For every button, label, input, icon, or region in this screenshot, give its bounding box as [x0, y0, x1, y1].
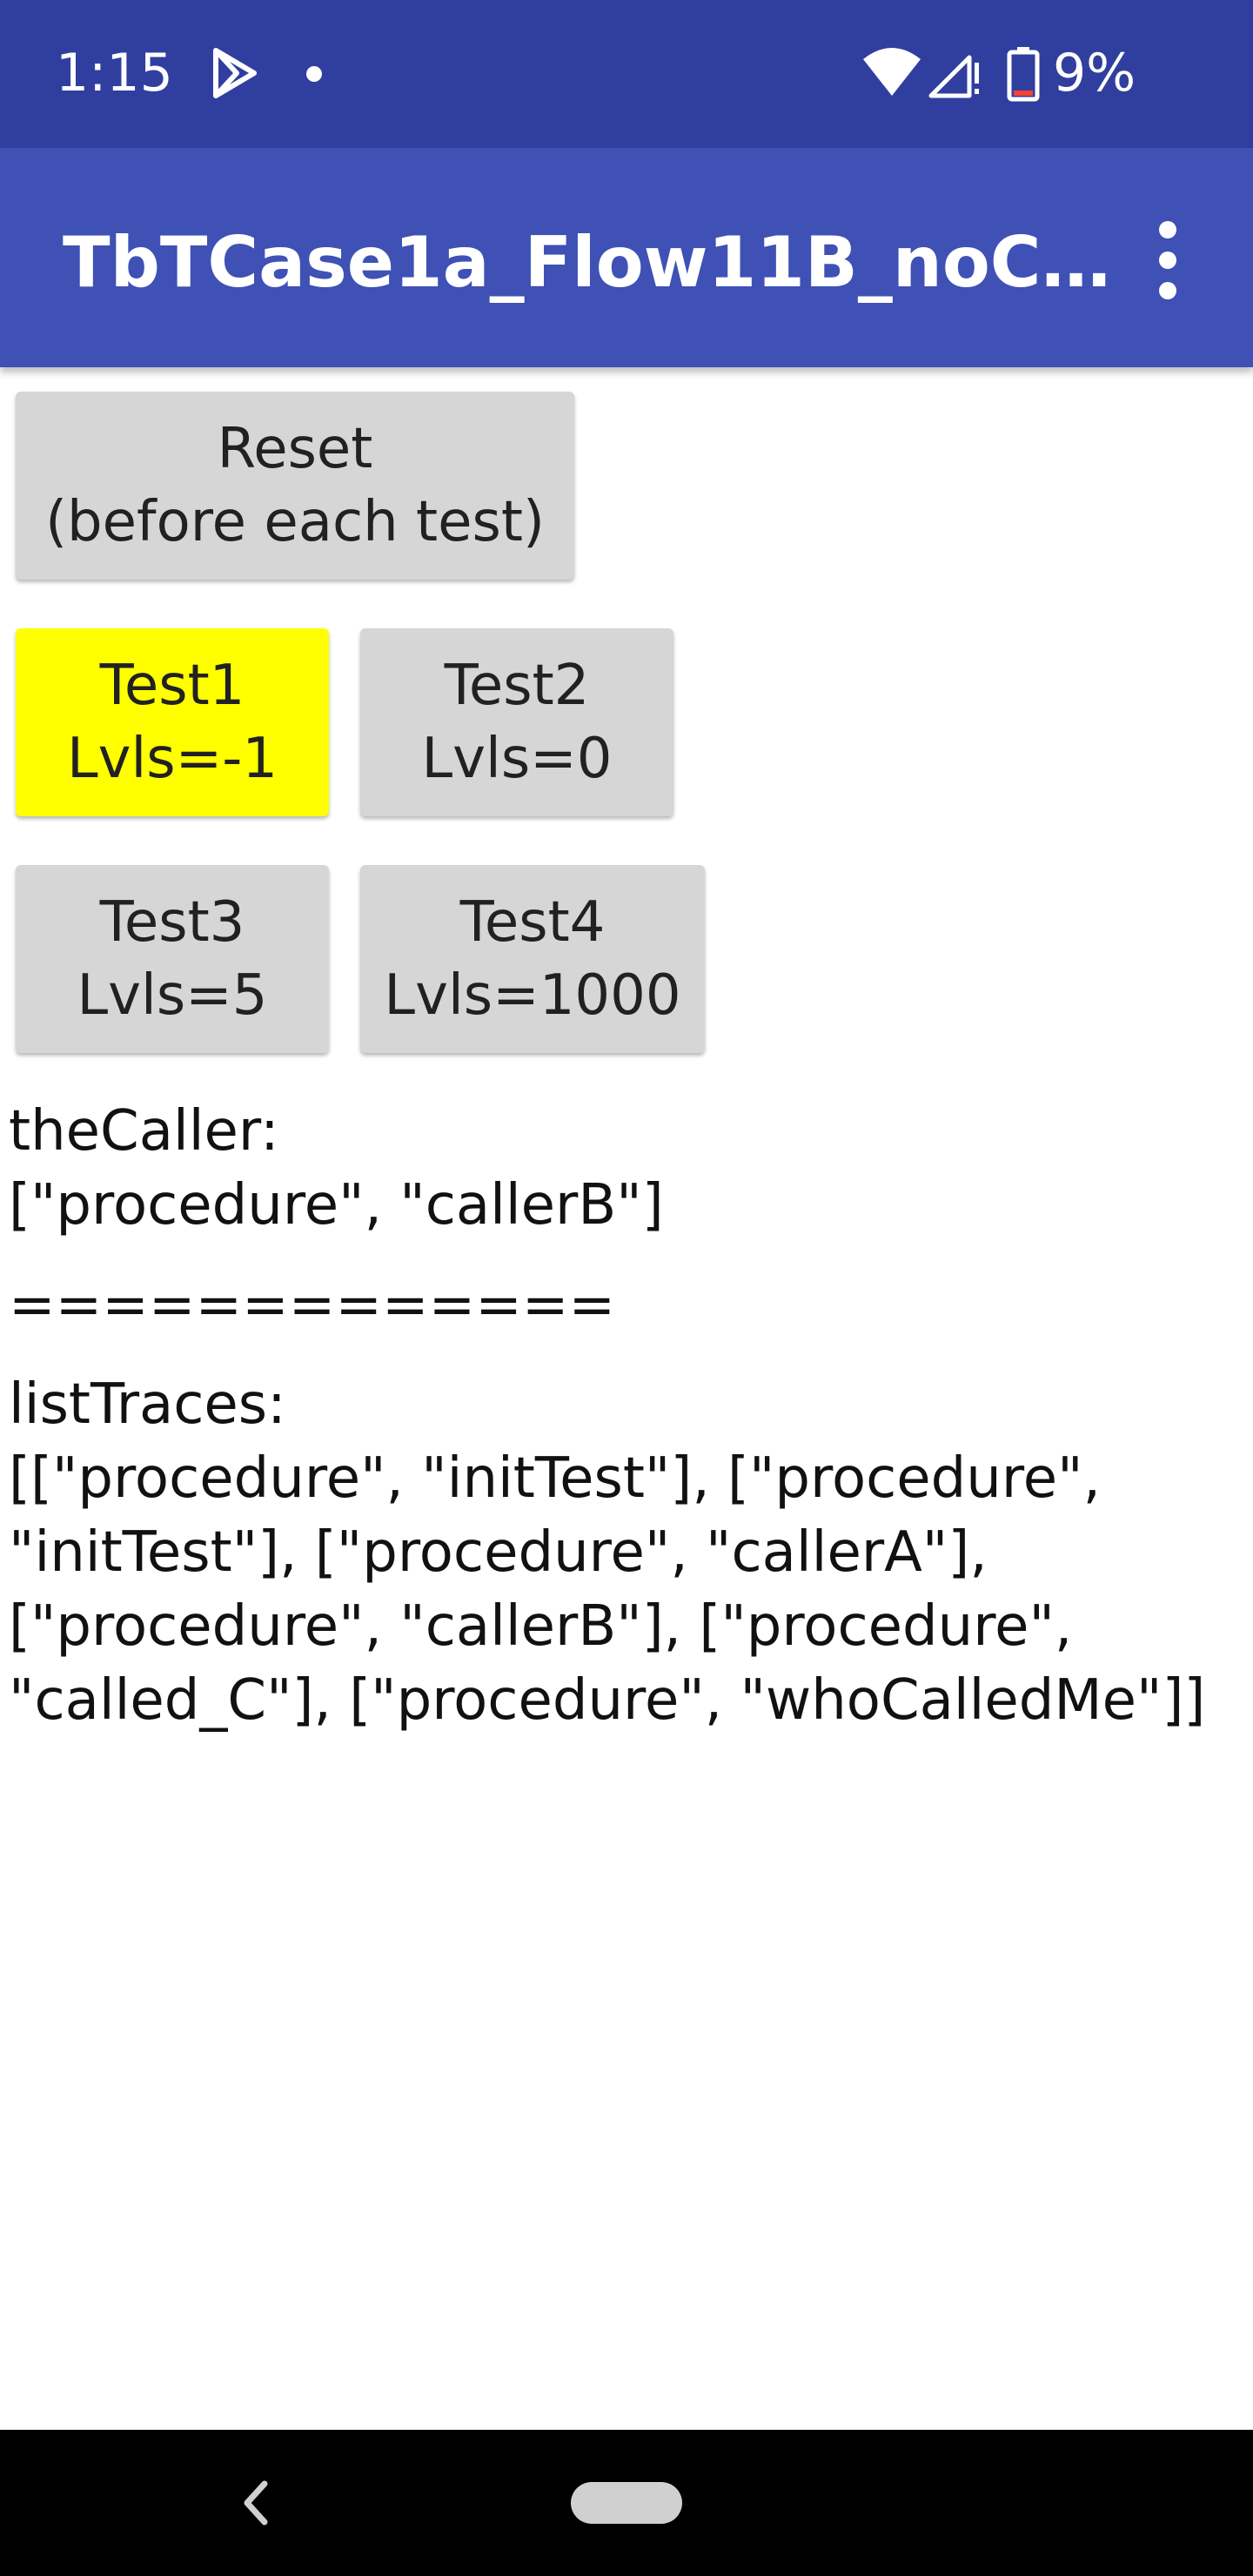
signal-icon — [928, 55, 979, 98]
caller-value: ["procedure", "callerB"] — [9, 1173, 664, 1238]
traces-value: [["procedure", "initTest"], ["procedure"… — [9, 1446, 1206, 1733]
battery-percentage: 9% — [1053, 43, 1136, 104]
wifi-icon — [863, 48, 921, 96]
status-bar: 1:15 9% — [0, 0, 1253, 148]
reset-button[interactable]: Reset (before each test) — [16, 392, 574, 580]
status-time: 1:15 — [56, 43, 173, 104]
traces-label: listTraces: — [9, 1372, 286, 1437]
home-pill-icon[interactable] — [571, 2482, 682, 2524]
test2-button[interactable]: Test2 Lvls=0 — [360, 628, 673, 816]
test1-button[interactable]: Test1 Lvls=-1 — [16, 628, 329, 816]
caller-label: theCaller: — [9, 1099, 279, 1164]
play-store-icon — [213, 48, 257, 98]
overflow-menu-icon[interactable] — [1149, 221, 1187, 299]
navigation-bar — [0, 2430, 1253, 2576]
separator-line: ============= — [9, 1273, 616, 1338]
test4-button[interactable]: Test4 Lvls=1000 — [360, 865, 705, 1053]
back-icon[interactable] — [235, 2472, 277, 2534]
app-title: TbTCase1a_Flow11B_noC… — [63, 222, 1111, 303]
app-bar: TbTCase1a_Flow11B_noC… — [0, 148, 1253, 367]
notification-dot-icon — [306, 66, 322, 82]
test3-button[interactable]: Test3 Lvls=5 — [16, 865, 329, 1053]
battery-low-icon — [1007, 47, 1040, 102]
